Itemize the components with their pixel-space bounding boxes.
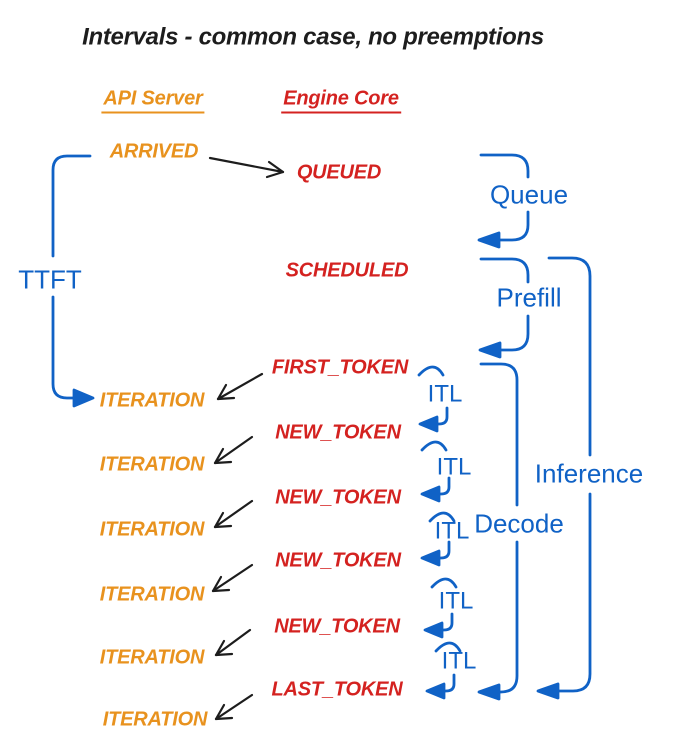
event-iteration: ITERATION xyxy=(99,646,205,669)
last-token-to-iteration-arrow xyxy=(214,693,254,721)
page-title: Intervals - common case, no preemptions xyxy=(82,23,544,51)
event-new-token: NEW_TOKEN xyxy=(275,421,401,444)
ttft-arrowhead-icon xyxy=(72,388,95,408)
event-iteration: ITERATION xyxy=(102,708,208,731)
itl-arrowhead-icon xyxy=(420,549,441,567)
prefill-bracket xyxy=(478,257,530,359)
interval-label-itl: ITL xyxy=(434,517,470,545)
event-iteration: ITERATION xyxy=(99,389,205,412)
itl-arrowhead-icon xyxy=(418,415,439,433)
event-first-token: FIRST_TOKEN xyxy=(271,356,409,379)
interval-label-prefill: Prefill xyxy=(496,282,562,313)
queue-arrowhead-icon xyxy=(477,231,501,249)
interval-label-itl: ITL xyxy=(427,380,463,408)
event-iteration: ITERATION xyxy=(99,453,205,476)
interval-label-queue: Queue xyxy=(489,179,569,210)
event-new-token: NEW_TOKEN xyxy=(274,615,400,638)
event-queued: QUEUED xyxy=(296,161,382,184)
api-server-column-header: API Server xyxy=(101,88,205,114)
event-iteration: ITERATION xyxy=(99,518,205,541)
itl-arrowhead-icon xyxy=(420,485,441,503)
event-last-token: LAST_TOKEN xyxy=(271,678,403,701)
queue-bracket xyxy=(477,153,530,249)
decode-bracket xyxy=(477,362,519,701)
engine-core-column-header: Engine Core xyxy=(281,88,401,114)
itl-brackets xyxy=(417,365,462,700)
event-iteration: ITERATION xyxy=(99,583,205,606)
event-new-token: NEW_TOKEN xyxy=(275,486,401,509)
interval-label-itl: ITL xyxy=(438,587,474,615)
new-token-to-iteration-arrow xyxy=(214,628,252,657)
new-token-to-iteration-arrow xyxy=(213,435,254,465)
event-arrived: ARRIVED xyxy=(109,140,199,163)
decode-arrowhead-icon xyxy=(477,683,501,701)
interval-label-inference: Inference xyxy=(534,458,644,489)
inference-arrowhead-icon xyxy=(536,682,560,700)
event-scheduled: SCHEDULED xyxy=(285,259,409,282)
interval-label-ttft: TTFT xyxy=(18,264,82,295)
new-token-to-iteration-arrow xyxy=(211,563,254,593)
event-arrows xyxy=(208,156,285,721)
itl-arrowhead-icon xyxy=(423,621,444,639)
itl-arrowhead-icon xyxy=(425,682,446,700)
interval-label-itl: ITL xyxy=(436,453,472,481)
inference-bracket xyxy=(536,256,592,700)
event-new-token: NEW_TOKEN xyxy=(275,549,401,572)
first-token-to-iteration-arrow xyxy=(216,372,264,401)
new-token-to-iteration-arrow xyxy=(213,499,254,529)
interval-label-itl: ITL xyxy=(441,647,477,675)
ttft-bracket xyxy=(51,154,95,408)
interval-label-decode: Decode xyxy=(474,508,564,539)
prefill-arrowhead-icon xyxy=(478,341,502,359)
arrived-to-queued-arrow xyxy=(208,156,285,179)
